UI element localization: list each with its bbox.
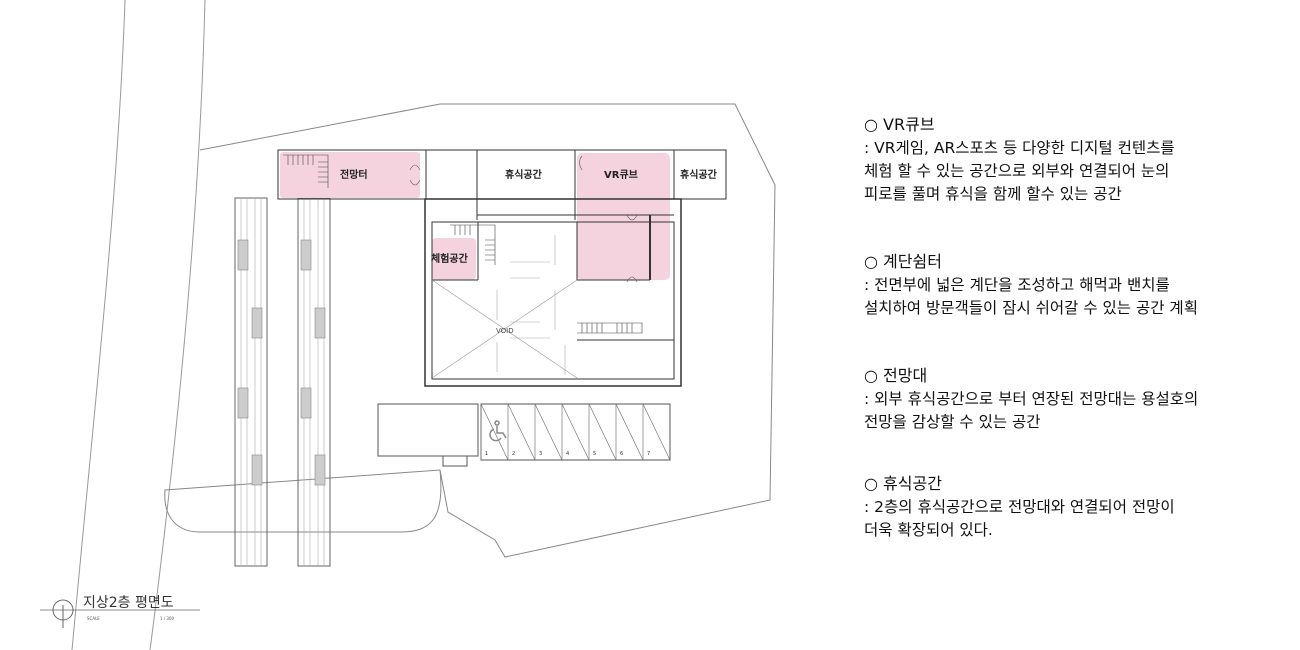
building-outer-wall: [424, 198, 682, 387]
room-label-experience: 체험공간: [431, 252, 469, 265]
room-label-rest-space-2: 휴식공간: [680, 168, 718, 181]
description-line: : 2층의 휴식공간으로 전망대와 연결되어 전망이: [864, 498, 1175, 516]
description-line: 체험 할 수 있는 공간으로 외부와 연결되어 눈의: [864, 162, 1170, 180]
scale-value: 1 / 300: [160, 616, 175, 621]
parking-number: 4: [566, 451, 569, 457]
hammock: [314, 307, 326, 339]
void-label: VOID: [496, 327, 514, 335]
parking-stall-diagonal: [561, 403, 590, 461]
room-label-observatory: 전망터: [340, 168, 368, 181]
parking-stall-diagonal: [480, 403, 509, 461]
description-heading: ○ 휴식공간: [864, 474, 942, 493]
parking-number: 1: [485, 451, 488, 457]
parking-stall-diagonal: [534, 403, 563, 461]
site-boundary-line-right: [149, 0, 206, 650]
drawing-title: 지상2층 평면도: [83, 595, 174, 611]
description-stair-rest: ○ 계단쉼터 : 전면부에 넓은 계단을 조성하고 해먹과 밴치를 설치하여 방…: [864, 250, 1224, 320]
parking-stall-diagonal: [642, 403, 671, 461]
parking-number: 2: [512, 451, 515, 457]
experience-highlight: [432, 238, 476, 280]
scale-label: SCALE: [87, 616, 100, 621]
description-line: 전망을 감상할 수 있는 공간: [864, 413, 1041, 431]
parking-stall-diagonal: [507, 403, 536, 461]
building-inner-wall: [431, 221, 675, 380]
description-line: 피로를 풀며 휴식을 함께 할수 있는 공간: [864, 185, 1122, 203]
room-label-rest-space: 휴식공간: [505, 168, 543, 181]
site-outline: [164, 103, 776, 558]
parking-number: 3: [539, 451, 542, 457]
stair: [450, 224, 496, 265]
description-line: 설치하여 방문객들이 잠시 쉬어갈 수 있는 공간 계획: [864, 299, 1198, 317]
hammock: [251, 454, 263, 486]
room-label-vr-cube: VR큐브: [604, 169, 638, 181]
entrance-block: [377, 403, 479, 457]
stair-strip-left: [234, 197, 268, 567]
description-vr-cube: ○ VR큐브 : VR게임, AR스포츠 등 다양한 디지털 컨텐츠를 체험 할…: [864, 113, 1224, 206]
hammock: [314, 454, 326, 486]
parking-number: 6: [620, 451, 623, 457]
description-line: 더욱 확장되어 있다.: [864, 521, 993, 539]
vr-cube-highlight: [577, 153, 670, 280]
hammock: [300, 387, 312, 419]
description-line: : 전면부에 넓은 계단을 조성하고 해먹과 밴치를: [864, 276, 1170, 294]
entrance-steps: [442, 455, 468, 467]
parking-number: 7: [647, 451, 650, 457]
description-line: : 외부 휴식공간으로 부터 연장된 전망대는 용설호의: [864, 390, 1199, 408]
hammock: [237, 387, 249, 419]
description-observatory: ○ 전망대 : 외부 휴식공간으로 부터 연장된 전망대는 용설호의 전망을 감…: [864, 364, 1224, 434]
parking-number: 5: [593, 451, 596, 457]
stair: [577, 322, 643, 334]
accessible-parking-icon: [489, 420, 507, 442]
hammock: [237, 239, 249, 271]
hammock: [300, 239, 312, 271]
observatory-highlight: [280, 152, 420, 198]
description-heading: ○ 전망대: [864, 366, 928, 385]
site-boundary-line-left: [71, 0, 126, 650]
description-heading: ○ VR큐브: [864, 115, 935, 134]
description-rest-space: ○ 휴식공간 : 2층의 휴식공간으로 전망대와 연결되어 전망이 더욱 확장되…: [864, 472, 1224, 542]
hammock: [251, 307, 263, 339]
description-heading: ○ 계단쉼터: [864, 252, 942, 271]
description-line: : VR게임, AR스포츠 등 다양한 디지털 컨텐츠를: [864, 139, 1175, 157]
parking-stall-diagonal: [588, 403, 617, 461]
parking-stall-diagonal: [615, 403, 644, 461]
stair: [283, 154, 329, 188]
void-cross: [431, 279, 578, 379]
